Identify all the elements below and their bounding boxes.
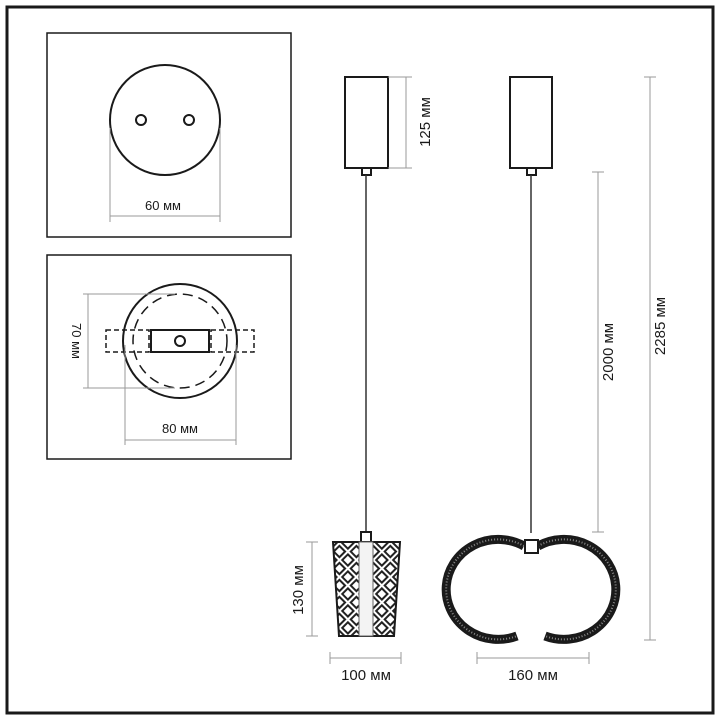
pendant-ring-view: 2000 мм 2285 мм 160 мм	[441, 76, 669, 684]
canopy-height-label: 125 мм	[417, 97, 434, 147]
canopy	[344, 76, 389, 169]
led-ring	[441, 534, 621, 644]
mount-hole	[183, 114, 195, 126]
mount-view-panel: 70 мм 80 мм	[46, 254, 292, 460]
total-height-label: 2285 мм	[652, 297, 669, 355]
shade-height-label: 130 мм	[290, 565, 307, 615]
screw-hole	[174, 335, 186, 347]
canopy-top-circle	[109, 64, 221, 176]
diameter-label: 60 мм	[145, 198, 181, 213]
ring-width-label: 160 мм	[508, 667, 558, 684]
mount-width-label: 80 мм	[162, 421, 198, 436]
ring-connector	[524, 539, 539, 554]
mount-hole	[135, 114, 147, 126]
pendant-shade-view: 125 мм 130 мм 100 мм	[290, 76, 434, 684]
outer-frame	[5, 5, 715, 715]
shade-width-label: 100 мм	[341, 667, 391, 684]
mount-height-label: 70 мм	[69, 323, 84, 359]
canopy	[509, 76, 553, 169]
hidden-circle	[132, 293, 228, 389]
cable-length-label: 2000 мм	[600, 323, 617, 381]
shade-spine	[358, 541, 374, 637]
top-view-panel: 60 мм	[46, 32, 292, 238]
